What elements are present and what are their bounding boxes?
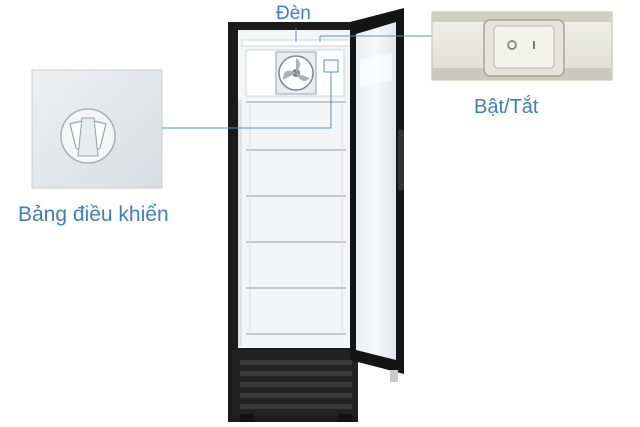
switch-inset [431, 11, 613, 81]
light-label: Đèn [276, 3, 311, 24]
switch-label: Bật/Tắt [474, 96, 539, 118]
fan-icon [275, 51, 317, 95]
callout-lines [162, 28, 434, 129]
thermostat-knob-icon [60, 108, 116, 164]
rocker-switch-icon [483, 19, 565, 77]
control-panel-label: Bảng điều khiển [18, 203, 169, 226]
glass-door [350, 8, 404, 382]
control-panel-marker [323, 59, 339, 73]
control-panel-inset [31, 69, 163, 189]
shelves [246, 101, 346, 335]
